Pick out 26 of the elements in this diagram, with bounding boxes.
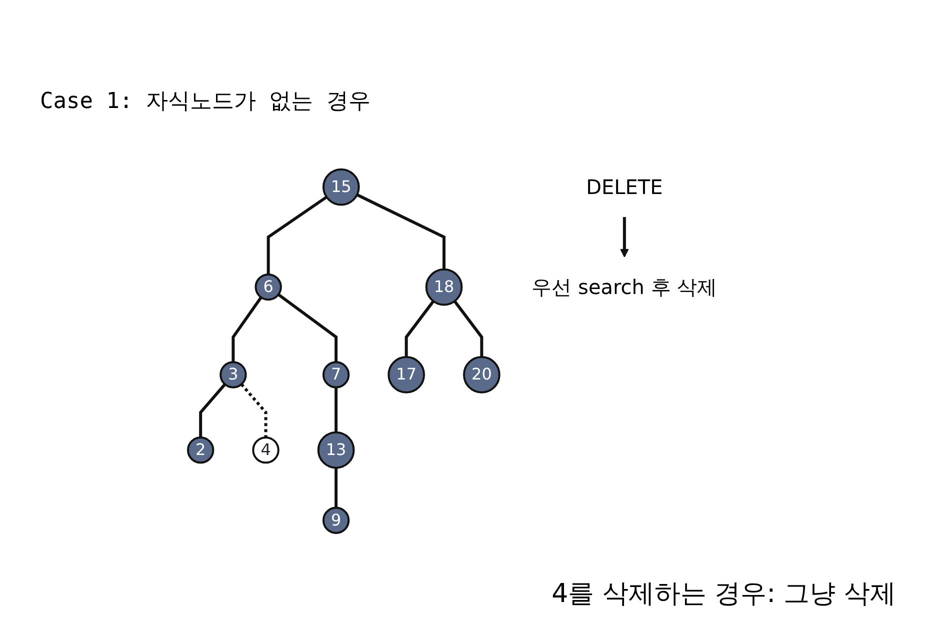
- node-circle: 6: [255, 273, 282, 301]
- node-circle: 4: [252, 436, 280, 464]
- connector: [278, 293, 338, 362]
- connector: [267, 196, 328, 274]
- connector: [334, 468, 338, 508]
- connector: [240, 383, 268, 438]
- node-circle: 18: [426, 268, 464, 306]
- node-circle: 17: [388, 356, 426, 394]
- node-circle: 20: [463, 356, 501, 394]
- note-text: 4를 삭제하는 경우: 그냥 삭제: [552, 578, 896, 611]
- connector: [199, 383, 226, 438]
- node-circle: 2: [187, 436, 215, 464]
- node-text: DELETE: [586, 175, 664, 200]
- connector: [232, 296, 263, 362]
- arrow: [620, 217, 630, 258]
- node-circle: 7: [322, 361, 350, 388]
- connector: [334, 387, 338, 432]
- connector: [356, 193, 446, 270]
- node-circle: 9: [322, 506, 350, 534]
- node-circle: 15: [322, 168, 360, 206]
- node-text: 우선 search 후 삭제: [532, 275, 718, 300]
- connector: [405, 300, 435, 358]
- title: Case 1: 자식노드가 없는 경우: [40, 88, 370, 116]
- node-circle: 13: [318, 431, 356, 469]
- node-circle: 3: [220, 361, 248, 388]
- connector: [454, 300, 484, 358]
